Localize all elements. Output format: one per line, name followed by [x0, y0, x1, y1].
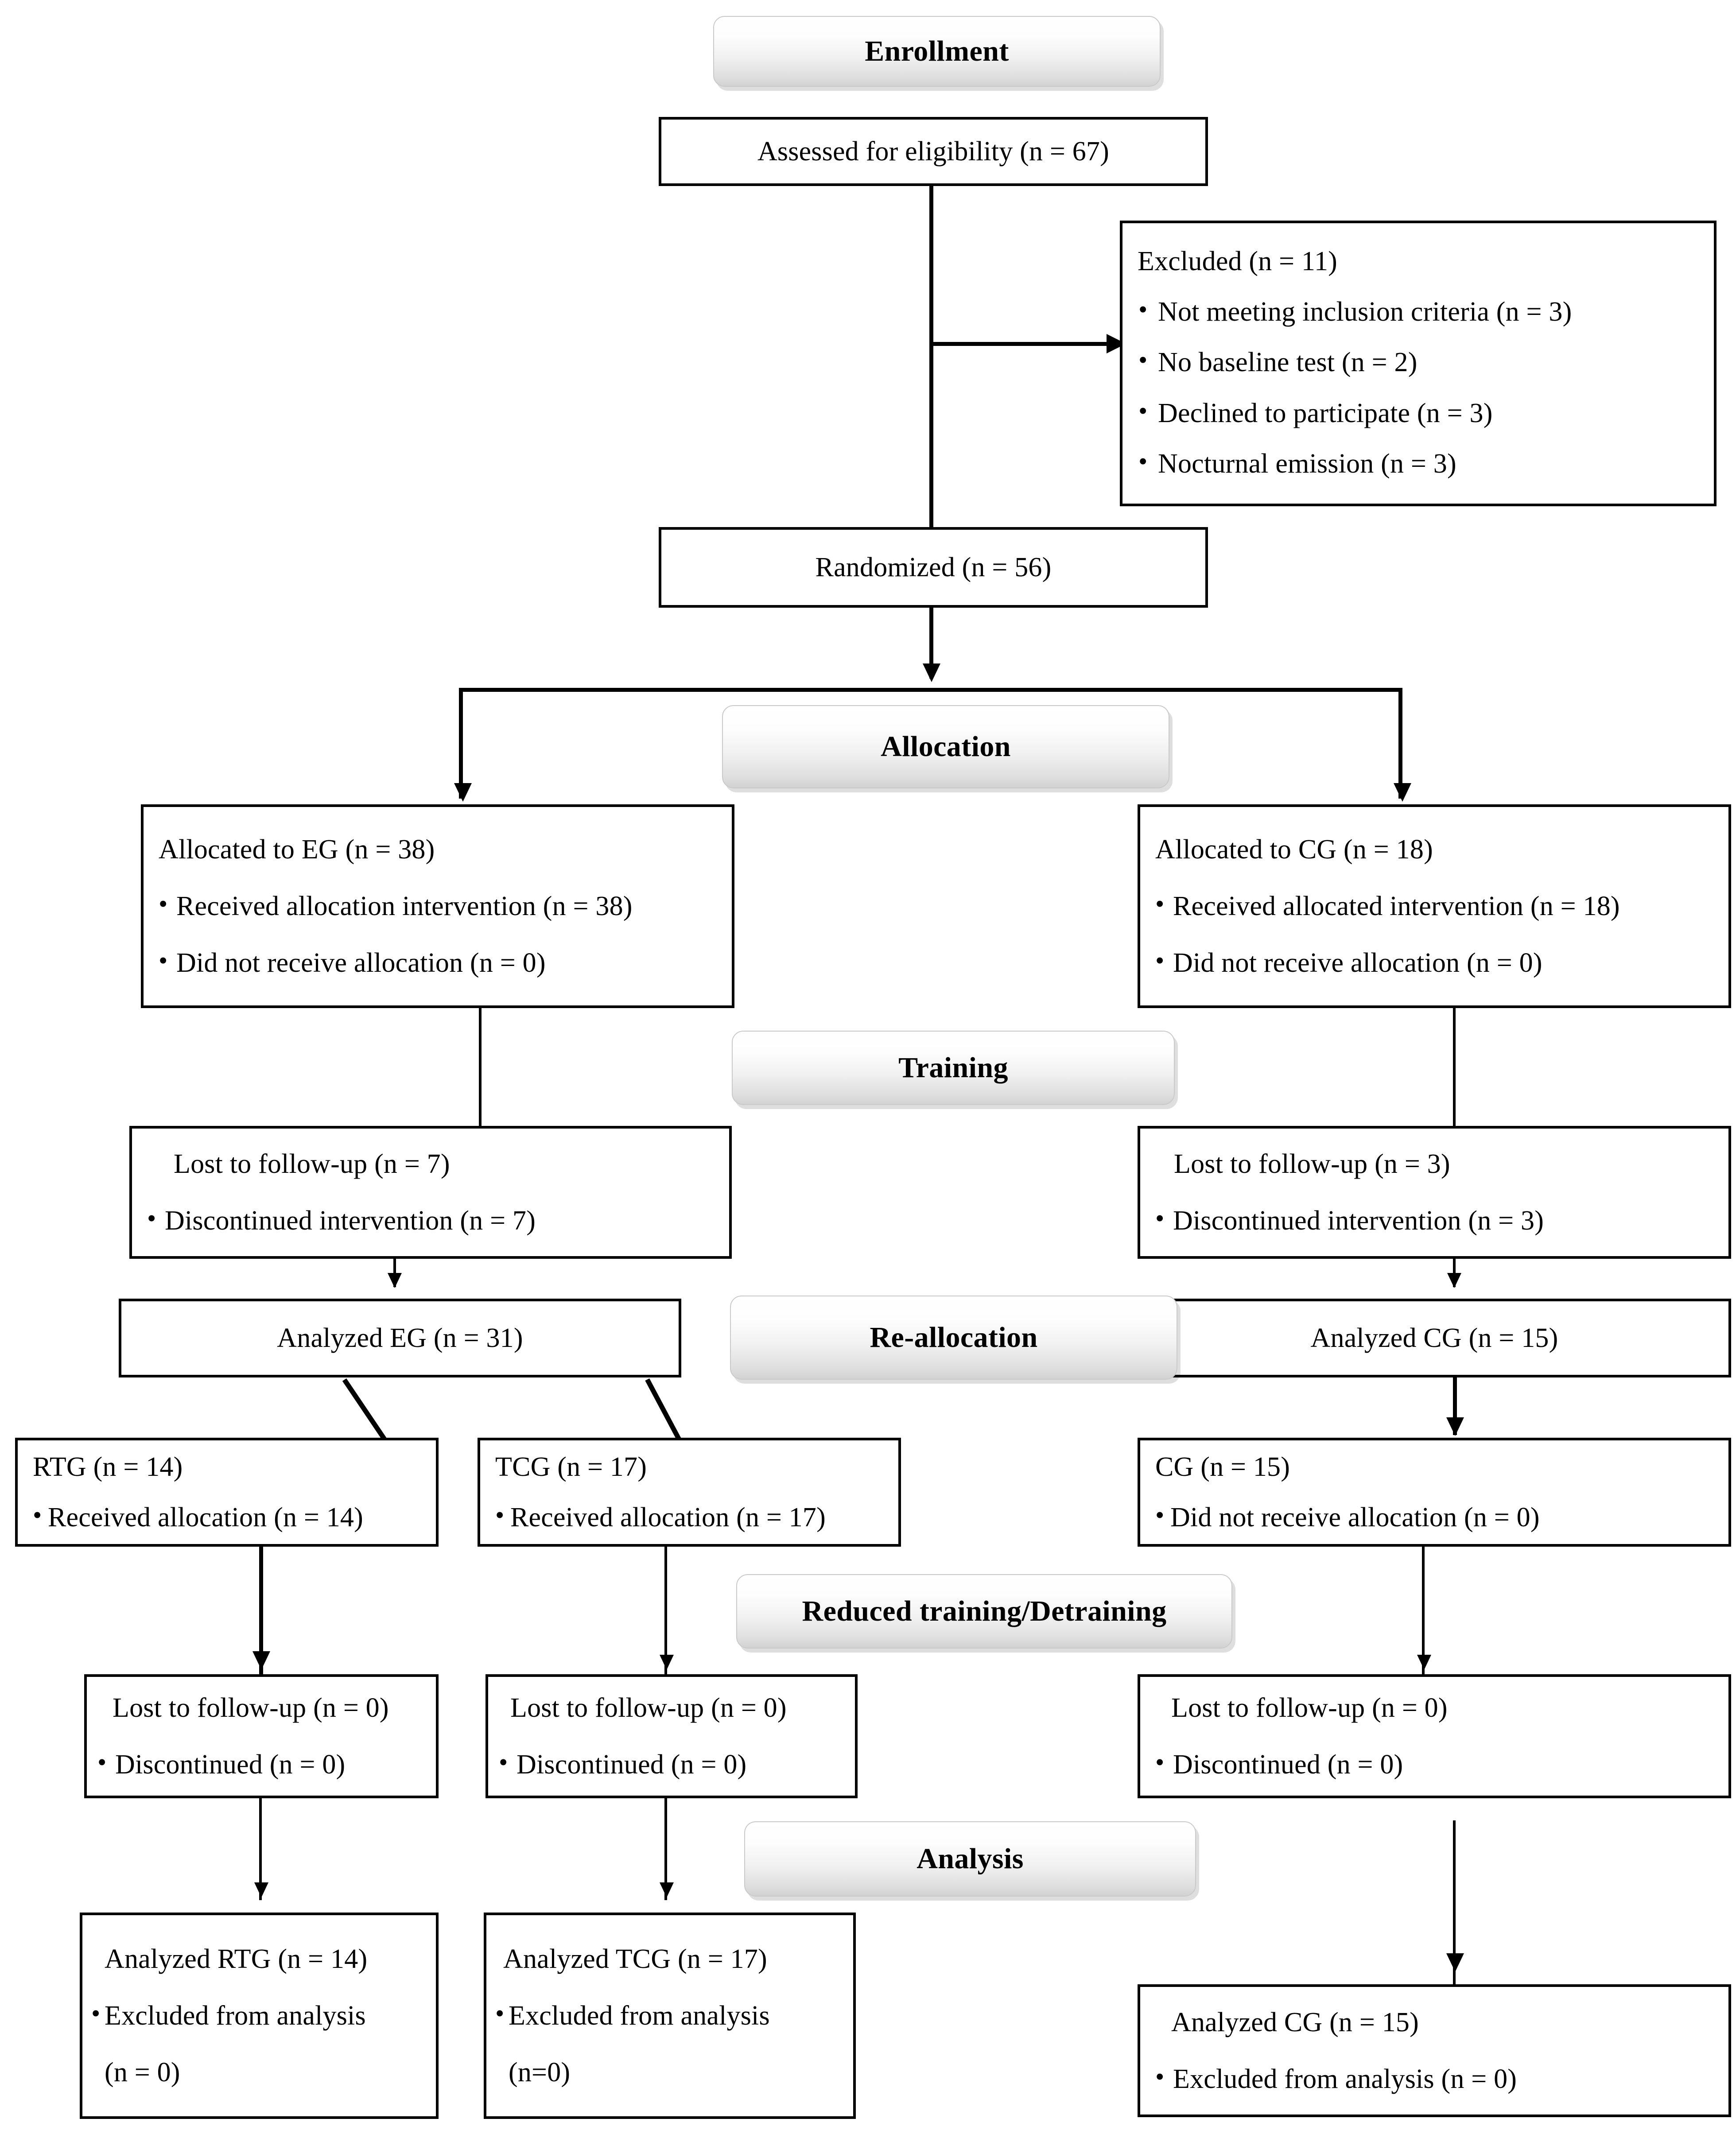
lost-eg-bullet-1: Discontinued intervention (n = 7) — [147, 1200, 714, 1240]
stage-banner-allocation: Allocation — [722, 705, 1169, 788]
stage-banner-enrollment-label: Enrollment — [865, 35, 1009, 67]
connector-lost-rtg-to-analyzed — [259, 1798, 262, 1900]
randomized-line: Randomized (n = 56) — [815, 552, 1052, 582]
assessed-line: Assessed for eligibility (n = 67) — [757, 136, 1110, 167]
connector-alloc-eg-to-lost — [479, 1008, 482, 1129]
alloc-eg-bullet-1: Received allocation intervention (n = 38… — [159, 886, 717, 926]
tcg-heading: TCG (n = 17) — [495, 1451, 647, 1482]
analyzed-tcg-bullet: Excluded from analysis — [495, 1995, 838, 2035]
alloc-eg-heading: Allocated to EG (n = 38) — [159, 834, 435, 865]
excluded-bullet-2: No baseline test (n = 2) — [1138, 342, 1699, 382]
stage-banner-reduced-training: Reduced training/Detraining — [736, 1574, 1232, 1649]
node-allocated-cg: Allocated to CG (n = 18) Received alloca… — [1138, 804, 1731, 1008]
node-lost-followup-eg: Lost to follow-up (n = 7) Discontinued i… — [129, 1126, 732, 1259]
arrowhead-to-alloc-cg — [1394, 783, 1411, 802]
lost-tcg-heading: Lost to follow-up (n = 0) — [510, 1692, 787, 1723]
connector-cg-to-lost — [1422, 1547, 1425, 1675]
node-rtg: RTG (n = 14) Received allocation (n = 14… — [15, 1438, 439, 1547]
arrowhead-lost-tcg-to-analyzed — [660, 1882, 674, 1897]
arrowhead-randomized-to-split — [923, 663, 940, 682]
arrowhead-lost-rtg-to-analyzed — [254, 1882, 268, 1897]
excluded-heading: Excluded (n = 11) — [1138, 246, 1337, 277]
tcg-bullet-1: Received allocation (n = 17) — [495, 1497, 883, 1537]
lost-rtg-bullet-1: Discontinued (n = 0) — [97, 1744, 421, 1784]
stage-banner-enrollment: Enrollment — [713, 16, 1161, 87]
alloc-cg-heading: Allocated to CG (n = 18) — [1155, 834, 1433, 865]
stage-banner-analysis: Analysis — [744, 1821, 1196, 1897]
lost-tcg-bullet-1: Discontinued (n = 0) — [499, 1744, 840, 1784]
stage-banner-allocation-label: Allocation — [881, 730, 1011, 763]
arrowhead-to-analyzed-eg — [388, 1273, 402, 1288]
lost-cg2-heading: Lost to follow-up (n = 0) — [1171, 1692, 1448, 1723]
lost-cg-bullet-1: Discontinued intervention (n = 3) — [1155, 1200, 1713, 1240]
alloc-cg-bullet-2: Did not receive allocation (n = 0) — [1155, 943, 1713, 982]
connector-lost-cg2-to-analyzed — [1453, 1820, 1456, 1984]
lost-rtg-heading: Lost to follow-up (n = 0) — [113, 1692, 389, 1723]
node-lost-followup-cg2: Lost to follow-up (n = 0) Discontinued (… — [1138, 1674, 1731, 1798]
analyzed-cg-mid-line: Analyzed CG (n = 15) — [1310, 1323, 1558, 1353]
arrowhead-to-cg — [1446, 1417, 1464, 1436]
node-analyzed-cg-mid: Analyzed CG (n = 15) — [1138, 1299, 1731, 1377]
alloc-eg-bullet-2: Did not receive allocation (n = 0) — [159, 943, 717, 982]
connector-tcg-to-lost — [664, 1547, 667, 1675]
node-analyzed-tcg: Analyzed TCG (n = 17) Excluded from anal… — [484, 1913, 856, 2119]
analyzed-rtg-heading: Analyzed RTG (n = 14) — [105, 1944, 368, 1974]
lost-cg2-bullet-1: Discontinued (n = 0) — [1155, 1744, 1713, 1784]
stage-banner-training-label: Training — [898, 1051, 1008, 1084]
stage-banner-reallocation-label: Re-allocation — [870, 1321, 1038, 1354]
stage-banner-training: Training — [732, 1031, 1175, 1105]
rtg-heading: RTG (n = 14) — [33, 1451, 183, 1482]
stage-banner-reallocation: Re-allocation — [730, 1296, 1177, 1380]
node-analyzed-cg-final: Analyzed CG (n = 15) Excluded from analy… — [1138, 1984, 1731, 2117]
connector-allocation-split-bar — [459, 688, 1402, 692]
lost-cg-heading: Lost to follow-up (n = 3) — [1174, 1148, 1450, 1179]
analyzed-cg-final-bullet-1: Excluded from analysis (n = 0) — [1155, 2059, 1713, 2099]
excluded-bullet-3: Declined to participate (n = 3) — [1138, 393, 1699, 433]
connector-lost-tcg-to-analyzed — [664, 1798, 667, 1900]
node-analyzed-rtg: Analyzed RTG (n = 14) Excluded from anal… — [80, 1913, 439, 2119]
lost-eg-heading: Lost to follow-up (n = 7) — [174, 1148, 450, 1179]
arrowhead-to-alloc-eg — [454, 783, 472, 802]
node-tcg: TCG (n = 17) Received allocation (n = 17… — [478, 1438, 901, 1547]
rtg-bullet-1: Received allocation (n = 14) — [33, 1497, 421, 1537]
analyzed-tcg-bullet-cont: (n=0) — [509, 2057, 571, 2088]
node-cg: CG (n = 15) Did not receive allocation (… — [1138, 1438, 1731, 1547]
analyzed-tcg-heading: Analyzed TCG (n = 17) — [503, 1944, 767, 1974]
node-lost-followup-cg: Lost to follow-up (n = 3) Discontinued i… — [1138, 1126, 1731, 1259]
cg-bullet-1: Did not receive allocation (n = 0) — [1155, 1497, 1713, 1537]
arrowhead-rtg-to-lost — [252, 1651, 270, 1670]
node-lost-followup-rtg: Lost to follow-up (n = 0) Discontinued (… — [84, 1674, 439, 1798]
arrowhead-to-analyzed-cg — [1447, 1273, 1461, 1288]
connector-assessed-to-excluded — [929, 342, 1109, 346]
stage-banner-reduced-training-label: Reduced training/Detraining — [802, 1595, 1167, 1627]
connector-alloc-cg-to-lost — [1453, 1008, 1456, 1129]
node-lost-followup-tcg: Lost to follow-up (n = 0) Discontinued (… — [485, 1674, 858, 1798]
node-allocated-eg: Allocated to EG (n = 38) Received alloca… — [141, 804, 734, 1008]
excluded-bullet-1: Not meeting inclusion criteria (n = 3) — [1138, 291, 1699, 331]
connector-randomized-down — [929, 608, 933, 679]
node-assessed-for-eligibility: Assessed for eligibility (n = 67) — [659, 117, 1208, 186]
analyzed-rtg-bullet-cont: (n = 0) — [105, 2057, 180, 2088]
connector-split-right-drop — [1398, 688, 1402, 799]
cg-heading: CG (n = 15) — [1155, 1451, 1290, 1482]
arrowhead-tcg-to-lost — [660, 1655, 674, 1670]
node-excluded: Excluded (n = 11) Not meeting inclusion … — [1120, 221, 1717, 506]
analyzed-eg-line: Analyzed EG (n = 31) — [277, 1323, 523, 1353]
stage-banner-analysis-label: Analysis — [917, 1843, 1024, 1875]
analyzed-rtg-bullet: Excluded from analysis — [91, 1995, 421, 2035]
connector-split-left-drop — [459, 688, 463, 799]
connector-assessed-to-randomized — [929, 186, 933, 527]
arrowhead-lost-cg2-to-analyzed — [1446, 1953, 1464, 1972]
connector-rtg-to-lost — [259, 1547, 263, 1675]
node-analyzed-eg: Analyzed EG (n = 31) — [119, 1299, 681, 1377]
arrowhead-cg-to-lost — [1417, 1655, 1431, 1670]
node-randomized: Randomized (n = 56) — [659, 527, 1208, 608]
alloc-cg-bullet-1: Received allocated intervention (n = 18) — [1155, 886, 1713, 926]
connector-analyzed-cg-to-cg — [1453, 1377, 1457, 1435]
excluded-bullet-4: Nocturnal emission (n = 3) — [1138, 443, 1699, 483]
analyzed-cg-final-heading: Analyzed CG (n = 15) — [1171, 2007, 1419, 2037]
